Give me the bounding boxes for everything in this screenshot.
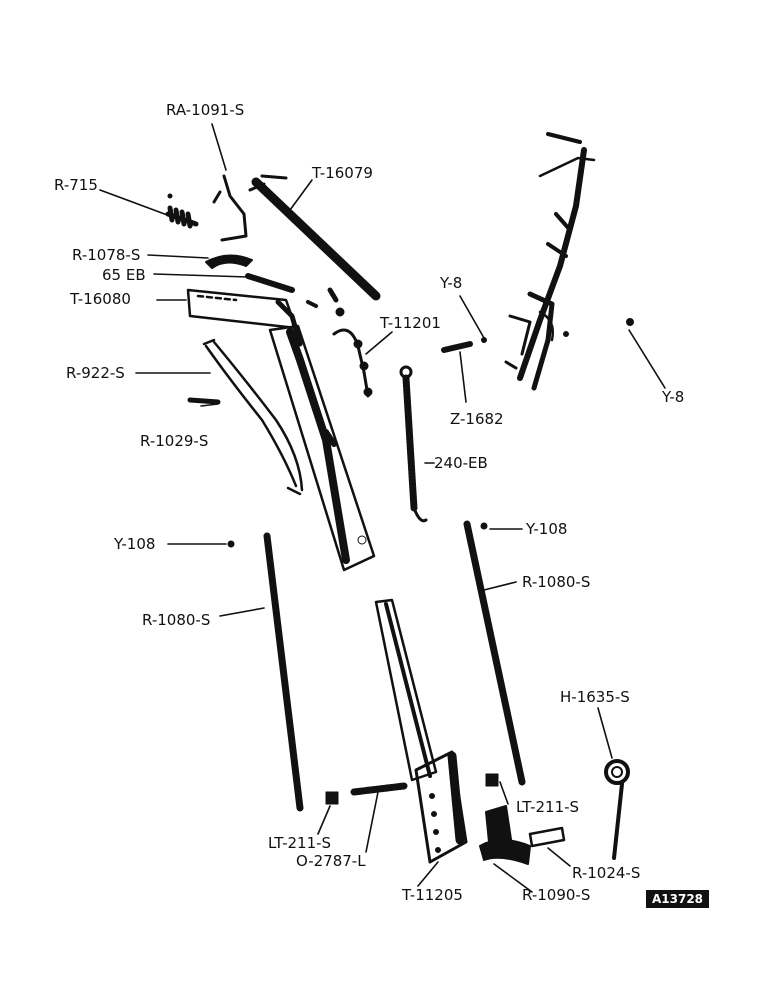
- label-r-1080-s-right: R-1080-S: [522, 573, 591, 591]
- reference-code-badge: A13728: [646, 890, 710, 908]
- label-t-11201: T-11201: [380, 314, 441, 332]
- part-r-1078-s: [205, 254, 253, 269]
- part-240-eb: [399, 365, 428, 523]
- part-o-2787-l: [350, 782, 408, 796]
- part-r-715-pin: [167, 193, 173, 199]
- label-lt-211-s-right: LT-211-S: [516, 798, 580, 816]
- part-t-16080: [186, 288, 303, 347]
- part-r-922-s: [202, 338, 304, 496]
- label-y-108-right: Y-108: [526, 520, 568, 538]
- label-r-922-s: R-922-S: [66, 364, 125, 382]
- main-lever-upper: [268, 324, 376, 572]
- label-y-108-left: Y-108: [114, 535, 156, 553]
- part-t-16079: [248, 174, 381, 301]
- part-y-108-left: [227, 540, 235, 548]
- label-r-1024-s: R-1024-S: [572, 864, 641, 882]
- part-65-eb: [245, 273, 295, 293]
- part-y-108-right: [480, 522, 488, 530]
- part-t-11201: [306, 287, 373, 398]
- part-r-1090-s: [479, 805, 531, 865]
- label-r-1078-s: R-1078-S: [72, 246, 141, 264]
- label-lt-211-s-left: LT-211-S: [268, 834, 332, 852]
- part-lt-211-s-left: [325, 791, 339, 805]
- label-240-eb: 240-EB: [434, 454, 488, 472]
- label-y-8-right: Y-8: [662, 388, 685, 406]
- part-r-1029-s: [187, 397, 221, 405]
- label-t-11205: T-11205: [402, 886, 463, 904]
- part-z-1682: [441, 337, 487, 353]
- label-t-16080: T-16080: [70, 290, 131, 308]
- part-r-1080-s-right: [463, 520, 526, 786]
- label-r-1090-s: R-1090-S: [522, 886, 591, 904]
- part-ra-1091-s: [212, 174, 248, 242]
- label-y-8-left: Y-8: [440, 274, 463, 292]
- part-t-11205: [374, 598, 468, 864]
- part-r-1080-s-left: [263, 532, 304, 812]
- label-h-1635-s: H-1635-S: [560, 688, 630, 706]
- label-t-16079: T-16079: [312, 164, 373, 182]
- handle-assembly-upper-right: [504, 132, 596, 391]
- label-65-eb: 65 EB: [102, 266, 146, 284]
- part-h-1635-s: [604, 759, 630, 860]
- leader-lines: [99, 123, 666, 893]
- part-y-8-right: [626, 318, 634, 326]
- part-lt-211-s-right: [485, 773, 499, 787]
- label-z-1682: Z-1682: [450, 410, 504, 428]
- label-r-715: R-715: [54, 176, 98, 194]
- label-r-1029-s: R-1029-S: [140, 432, 209, 450]
- label-o-2787-l: O-2787-L: [296, 852, 366, 870]
- label-ra-1091-s: RA-1091-S: [166, 101, 245, 119]
- part-r-715: [165, 205, 199, 229]
- part-r-1024-s: [528, 826, 566, 848]
- label-r-1080-s-left: R-1080-S: [142, 611, 211, 629]
